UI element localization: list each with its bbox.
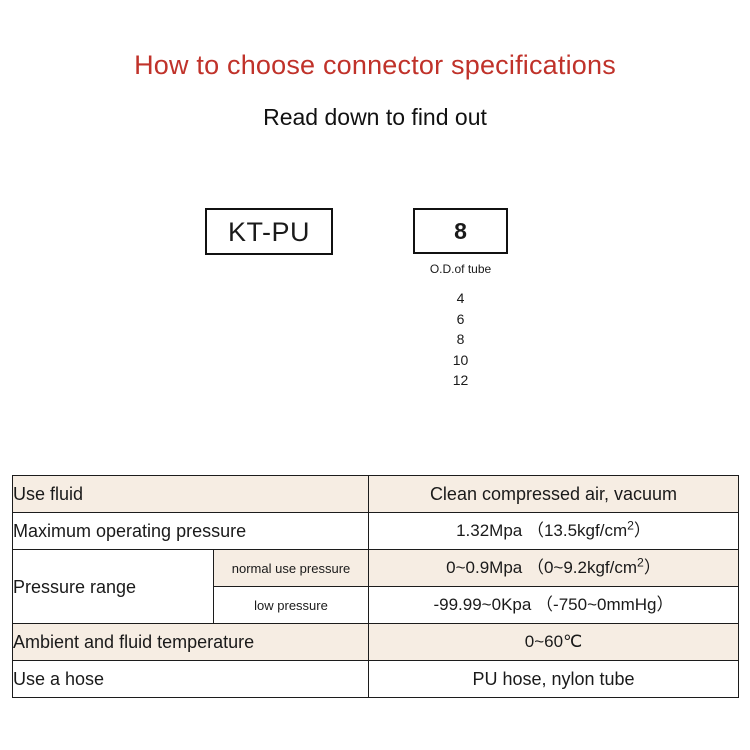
table-row: Pressure range normal use pressure 0~0.9… (12, 549, 739, 624)
spec-sublabel-low-pressure: low pressure (213, 586, 369, 624)
series-code-box: KT-PU (205, 208, 333, 255)
list-item: 8 (456, 331, 465, 347)
value-superscript: 2 (637, 555, 644, 570)
spec-value-low-pressure: -99.99~0Kpa （-750~0mmHg） (368, 586, 739, 624)
value-prefix: 0~0.9Mpa （0~9.2kgf/cm (446, 558, 638, 577)
specification-table: Use fluid Clean compressed air, vacuum M… (12, 475, 739, 698)
spec-label-pressure-range: Pressure range (12, 549, 214, 624)
table-row: Maximum operating pressure 1.32Mpa （13.5… (12, 512, 739, 550)
list-item: 10 (452, 351, 469, 368)
table-row: Use fluid Clean compressed air, vacuum (12, 475, 739, 513)
tube-size-value: 8 (454, 218, 467, 244)
table-row: low pressure -99.99~0Kpa （-750~0mmHg） (13, 586, 739, 624)
tube-size-caption: O.D.of tube (429, 262, 492, 276)
tube-size-option-list: 4 6 8 10 12 (413, 288, 508, 391)
list-item: 4 (456, 290, 465, 306)
list-item: 6 (456, 310, 465, 327)
spec-value-normal-use-pressure: 0~0.9Mpa （0~9.2kgf/cm2） (368, 549, 739, 587)
value-prefix: 1.32Mpa （13.5kgf/cm (456, 521, 628, 540)
value-suffix: ） (633, 521, 651, 540)
spec-label-ambient-fluid-temperature: Ambient and fluid temperature (12, 623, 369, 661)
value-superscript: 2 (627, 518, 634, 533)
spec-label-use-a-hose: Use a hose (12, 660, 369, 698)
value-suffix: ） (643, 558, 661, 577)
spec-value-use-a-hose: PU hose, nylon tube (368, 660, 739, 698)
list-item: 12 (452, 372, 469, 388)
tube-size-box: 8 (413, 208, 508, 254)
series-code-value: KT-PU (227, 216, 310, 247)
spec-label-max-operating-pressure: Maximum operating pressure (12, 512, 369, 550)
spec-sublabel-normal-use-pressure: normal use pressure (213, 549, 369, 587)
table-row: Use a hose PU hose, nylon tube (12, 660, 739, 698)
spec-value-max-operating-pressure: 1.32Mpa （13.5kgf/cm2） (368, 512, 739, 550)
page-title: How to choose connector specifications (134, 50, 616, 80)
spec-value-use-fluid: Clean compressed air, vacuum (368, 475, 739, 513)
spec-value-ambient-fluid-temperature: 0~60℃ (368, 623, 739, 661)
spec-label-use-fluid: Use fluid (12, 475, 369, 513)
table-row: Ambient and fluid temperature 0~60℃ (12, 623, 739, 661)
page-subtitle: Read down to find out (263, 104, 487, 130)
